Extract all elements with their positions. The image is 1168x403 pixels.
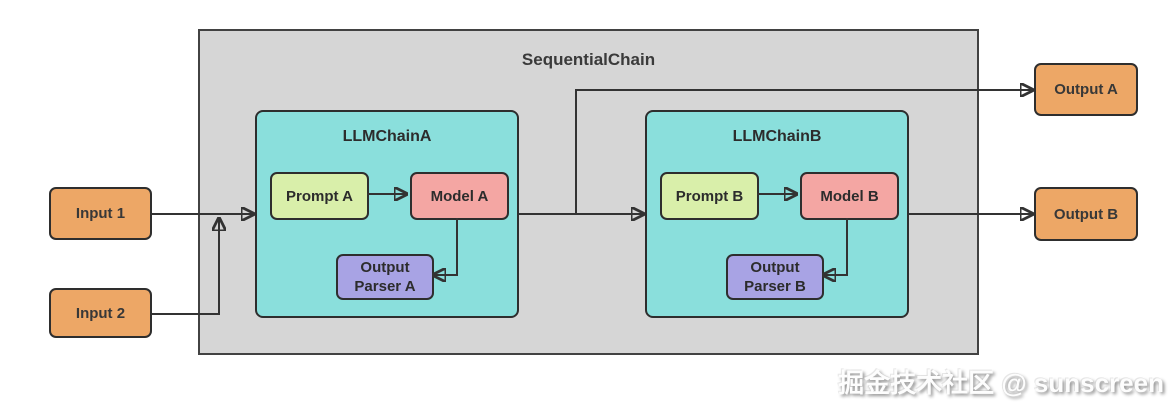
model-b-node: Model B xyxy=(800,172,899,220)
llm-chain-b-title: LLMChainB xyxy=(732,128,822,145)
llm-chain-b: LLMChainB Prompt B Model B Output Parser… xyxy=(645,110,909,318)
input-1-node: Input 1 xyxy=(49,187,152,240)
model-a-node: Model A xyxy=(410,172,509,220)
prompt-a-node: Prompt A xyxy=(270,172,369,220)
output-parser-b-node: Output Parser B xyxy=(726,254,824,300)
output-b-node: Output B xyxy=(1034,187,1138,241)
watermark-text: 掘金技术社区 @ sunscreen xyxy=(838,368,1164,398)
prompt-b-node: Prompt B xyxy=(660,172,759,220)
output-parser-a-node: Output Parser A xyxy=(336,254,434,300)
input-2-node: Input 2 xyxy=(49,288,152,338)
diagram-title: SequentialChain xyxy=(521,50,656,69)
output-a-node: Output A xyxy=(1034,63,1138,116)
llm-chain-a-title: LLMChainA xyxy=(342,128,432,145)
llm-chain-a: LLMChainA Prompt A Model A Output Parser… xyxy=(255,110,519,318)
